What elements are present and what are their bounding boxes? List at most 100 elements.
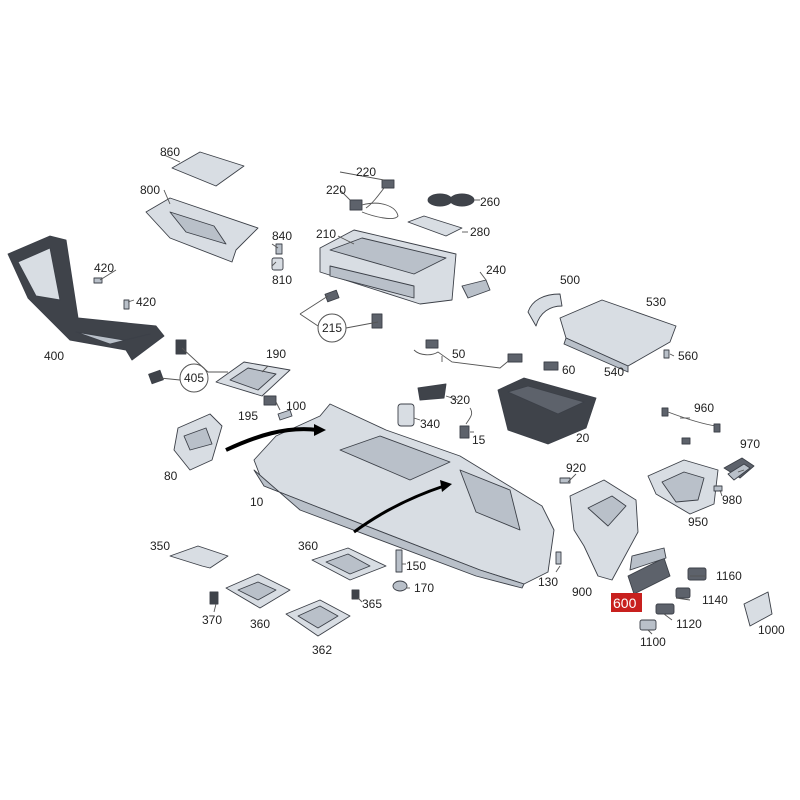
label-260: 260 — [480, 195, 500, 209]
part-340-cylinder[interactable] — [397, 403, 415, 427]
label-960: 960 — [694, 401, 714, 415]
part-500-cover[interactable] — [527, 293, 563, 327]
label-840: 840 — [272, 229, 292, 243]
part-240-bracket[interactable] — [461, 279, 491, 299]
part-920-screw[interactable] — [559, 477, 571, 484]
label-15: 15 — [472, 433, 486, 447]
label-1140: 1140 — [702, 593, 728, 607]
label-530: 530 — [646, 295, 666, 309]
part-1100-switch[interactable] — [639, 619, 657, 631]
label-350: 350 — [150, 539, 170, 553]
part-220-cable-harness[interactable] — [349, 179, 399, 219]
part-810-nut[interactable] — [271, 257, 284, 271]
label-320: 320 — [450, 393, 470, 407]
part-360-holder-a[interactable] — [225, 573, 291, 609]
part-1000-panel[interactable] — [743, 591, 773, 627]
part-405-connector-a[interactable] — [175, 339, 187, 355]
label-920: 920 — [566, 461, 586, 475]
label-130: 130 — [538, 575, 558, 589]
label-600-highlight[interactable]: 600 — [611, 593, 642, 612]
label-60: 60 — [562, 363, 576, 377]
label-980: 980 — [722, 493, 742, 507]
part-960-cable[interactable] — [661, 407, 721, 445]
part-840-clip[interactable] — [275, 243, 283, 255]
label-600: 600 — [613, 595, 637, 611]
part-190-tray[interactable] — [215, 361, 291, 397]
label-360b: 360 — [298, 539, 318, 553]
label-210: 210 — [316, 227, 336, 241]
part-15-sensor[interactable] — [459, 407, 473, 439]
label-150: 150 — [406, 559, 426, 573]
part-970-switch-unit[interactable] — [723, 457, 755, 481]
part-1120-switch[interactable] — [655, 603, 675, 615]
part-80-bracket[interactable] — [173, 413, 223, 471]
label-860: 860 — [160, 145, 180, 159]
label-950: 950 — [688, 515, 708, 529]
label-170: 170 — [414, 581, 434, 595]
part-1140-switch[interactable] — [675, 587, 691, 599]
part-370-clip[interactable] — [209, 591, 219, 605]
part-210-compartment-unit[interactable] — [319, 229, 457, 305]
part-60-clip[interactable] — [543, 361, 559, 371]
part-100-screw[interactable] — [277, 409, 293, 421]
label-1100: 1100 — [640, 635, 666, 649]
part-350-trim-strip[interactable] — [169, 545, 229, 569]
label-420b: 420 — [136, 295, 156, 309]
part-130-screw[interactable] — [555, 551, 562, 565]
label-362: 362 — [312, 643, 332, 657]
label-280: 280 — [470, 225, 490, 239]
label-810: 810 — [272, 273, 292, 287]
part-150-bolt[interactable] — [395, 549, 403, 573]
label-500: 500 — [560, 273, 580, 287]
label-100: 100 — [286, 399, 306, 413]
part-950-trim-frame[interactable] — [647, 459, 719, 515]
label-220a: 220 — [356, 165, 376, 179]
part-170-nut[interactable] — [392, 580, 408, 592]
label-560: 560 — [678, 349, 698, 363]
part-195-switch[interactable] — [263, 395, 277, 406]
part-362-holder[interactable] — [285, 599, 351, 637]
part-215-connector-b[interactable] — [371, 313, 383, 329]
part-10-console-body[interactable] — [253, 403, 555, 589]
part-600-control-module[interactable] — [627, 547, 671, 595]
label-360a: 360 — [250, 617, 270, 631]
part-800-trim-frame[interactable] — [145, 197, 259, 263]
part-900-rear-cover[interactable] — [569, 479, 639, 581]
label-370: 370 — [202, 613, 222, 627]
label-900: 900 — [572, 585, 592, 599]
part-530-armrest-lid[interactable] — [559, 299, 677, 373]
label-400: 400 — [44, 349, 64, 363]
part-260-cup-inserts[interactable] — [427, 193, 475, 207]
label-405: 405 — [184, 371, 204, 385]
part-1160-switch[interactable] — [687, 567, 707, 581]
label-215: 215 — [322, 321, 342, 335]
part-405-connector-b[interactable] — [148, 369, 164, 385]
label-1120: 1120 — [676, 617, 702, 631]
part-560-screw[interactable] — [663, 349, 670, 359]
part-320-holder[interactable] — [417, 383, 447, 401]
part-280-mat[interactable] — [407, 215, 463, 237]
label-420a: 420 — [94, 261, 114, 275]
label-1000: 1000 — [758, 623, 785, 637]
part-360-holder-b[interactable] — [311, 547, 387, 581]
part-50-cable[interactable] — [413, 339, 523, 369]
label-80: 80 — [164, 469, 178, 483]
part-980-screw[interactable] — [713, 485, 723, 492]
label-20: 20 — [576, 431, 590, 445]
label-240: 240 — [486, 263, 506, 277]
part-20-storage-bin[interactable] — [497, 377, 597, 445]
label-340: 340 — [420, 417, 440, 431]
part-400-bezel-frame[interactable] — [7, 235, 165, 361]
assembly-arrow-80-to-10 — [225, 424, 326, 452]
part-420-screw-b[interactable] — [123, 299, 130, 310]
part-215-connector-a[interactable] — [324, 289, 340, 303]
assembly-arrow-to-console — [353, 480, 452, 534]
part-365-clip[interactable] — [351, 589, 360, 600]
part-860-cover[interactable] — [171, 151, 245, 187]
leader-lines — [99, 154, 745, 635]
label-10: 10 — [250, 495, 264, 509]
label-190: 190 — [266, 347, 286, 361]
label-50: 50 — [452, 347, 466, 361]
part-420-screw-a[interactable] — [93, 277, 103, 284]
